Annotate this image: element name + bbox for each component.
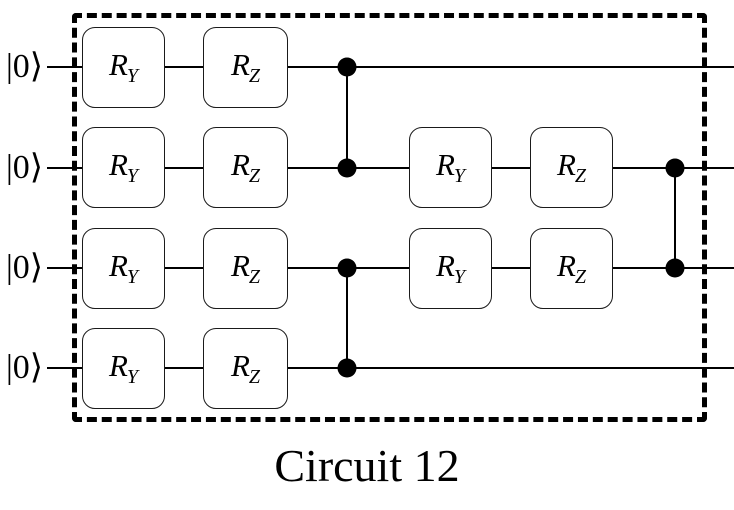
qubit-label-0: |0⟩ xyxy=(6,48,44,85)
cz-control-dot-cz1-q3[interactable] xyxy=(337,358,357,378)
cz-link-cz0 xyxy=(346,67,348,168)
gate-ry-q2-c0[interactable]: RY xyxy=(82,228,165,309)
gate-label: RZ xyxy=(231,149,260,185)
gate-subscript: Z xyxy=(574,164,587,187)
gate-ry-q1-c3[interactable]: RY xyxy=(409,127,492,208)
gate-label: RZ xyxy=(231,350,260,386)
gate-symbol: R xyxy=(556,147,576,183)
gate-subscript: Z xyxy=(574,265,587,288)
cz-link-cz1 xyxy=(346,268,348,368)
qubit-wire-3 xyxy=(47,367,734,369)
gate-rz-q1-c4[interactable]: RZ xyxy=(530,127,613,208)
gate-symbol: R xyxy=(230,348,250,384)
gate-label: RZ xyxy=(557,149,586,185)
qubit-label-3: |0⟩ xyxy=(6,349,44,386)
cz-link-cz2 xyxy=(674,168,676,268)
gate-ry-q3-c0[interactable]: RY xyxy=(82,328,165,409)
gate-symbol: R xyxy=(230,47,250,83)
gate-label: RY xyxy=(109,49,138,85)
qubit-label-2: |0⟩ xyxy=(6,249,44,286)
gate-symbol: R xyxy=(108,147,128,183)
gate-label: RZ xyxy=(231,250,260,286)
qubit-wire-1 xyxy=(47,167,734,169)
cz-control-dot-cz2-q1[interactable] xyxy=(665,158,685,178)
gate-label: RY xyxy=(436,149,465,185)
gate-rz-q2-c1[interactable]: RZ xyxy=(203,228,288,309)
dashed-circuit-block xyxy=(72,13,707,422)
gate-label: RZ xyxy=(557,250,586,286)
gate-subscript: Z xyxy=(248,64,261,87)
qubit-label-1: |0⟩ xyxy=(6,149,44,186)
gate-symbol: R xyxy=(108,248,128,284)
figure-caption: Circuit 12 xyxy=(274,440,460,491)
gate-label: RY xyxy=(109,149,138,185)
gate-label: RZ xyxy=(231,49,260,85)
gate-rz-q1-c1[interactable]: RZ xyxy=(203,127,288,208)
gate-subscript: Y xyxy=(453,265,466,288)
gate-label: RY xyxy=(436,250,465,286)
cz-control-dot-cz0-q0[interactable] xyxy=(337,57,357,77)
gate-subscript: Y xyxy=(453,164,466,187)
gate-symbol: R xyxy=(230,147,250,183)
gate-rz-q0-c1[interactable]: RZ xyxy=(203,27,288,108)
gate-symbol: R xyxy=(435,147,455,183)
gate-rz-q2-c4[interactable]: RZ xyxy=(530,228,613,309)
gate-ry-q1-c0[interactable]: RY xyxy=(82,127,165,208)
gate-subscript: Z xyxy=(248,365,261,388)
cz-control-dot-cz0-q1[interactable] xyxy=(337,158,357,178)
gate-symbol: R xyxy=(108,47,128,83)
gate-subscript: Y xyxy=(126,365,139,388)
gate-label: RY xyxy=(109,350,138,386)
gate-subscript: Z xyxy=(248,164,261,187)
gate-rz-q3-c1[interactable]: RZ xyxy=(203,328,288,409)
gate-ry-q2-c3[interactable]: RY xyxy=(409,228,492,309)
gate-subscript: Y xyxy=(126,64,139,87)
gate-subscript: Y xyxy=(126,265,139,288)
gate-subscript: Z xyxy=(248,265,261,288)
gate-subscript: Y xyxy=(126,164,139,187)
qubit-wire-0 xyxy=(47,66,734,68)
gate-symbol: R xyxy=(556,248,576,284)
cz-control-dot-cz2-q2[interactable] xyxy=(665,258,685,278)
cz-control-dot-cz1-q2[interactable] xyxy=(337,258,357,278)
gate-label: RY xyxy=(109,250,138,286)
gate-ry-q0-c0[interactable]: RY xyxy=(82,27,165,108)
qubit-wire-2 xyxy=(47,267,734,269)
gate-symbol: R xyxy=(230,248,250,284)
gate-symbol: R xyxy=(108,348,128,384)
gate-symbol: R xyxy=(435,248,455,284)
